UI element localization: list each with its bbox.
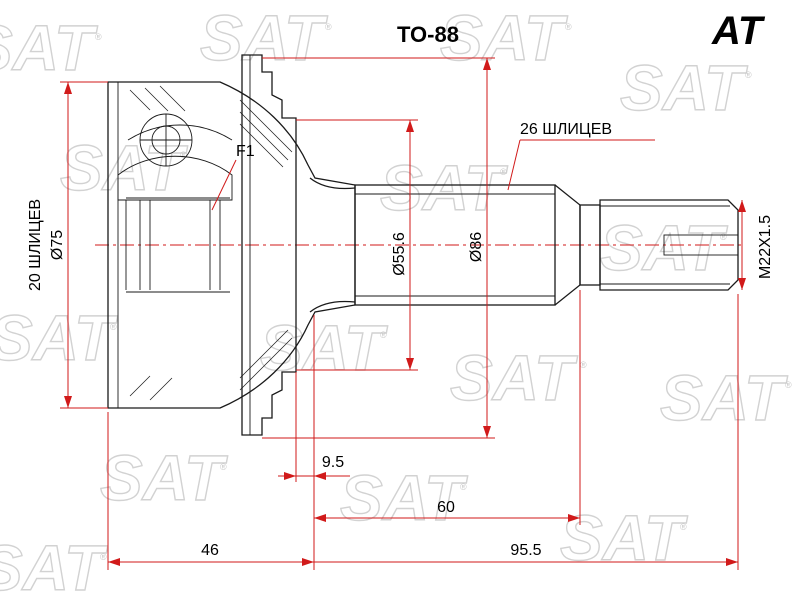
svg-text:®: ® bbox=[460, 482, 467, 492]
svg-text:®: ® bbox=[110, 322, 117, 332]
svg-text:SAT: SAT bbox=[200, 2, 328, 74]
svg-text:®: ® bbox=[325, 22, 332, 32]
watermark-15: SAT® bbox=[0, 531, 109, 604]
svg-text:®: ® bbox=[680, 522, 687, 532]
svg-text:AT: AT bbox=[711, 9, 766, 53]
dim-46: 46 bbox=[201, 542, 219, 559]
svg-text:SAT: SAT bbox=[450, 342, 578, 414]
svg-text:®: ® bbox=[95, 32, 102, 42]
svg-text:SAT: SAT bbox=[100, 442, 228, 514]
svg-text:®: ® bbox=[580, 360, 587, 370]
svg-text:SAT: SAT bbox=[0, 12, 98, 84]
svg-text:®: ® bbox=[785, 380, 792, 390]
watermark-13: SAT® bbox=[339, 461, 469, 534]
svg-text:SAT: SAT bbox=[660, 362, 788, 434]
svg-text:SAT: SAT bbox=[620, 52, 748, 124]
dim-9-5: 9.5 bbox=[322, 454, 344, 471]
f1-label: F1 bbox=[236, 143, 255, 160]
outer-splines-label: 26 ШЛИЦЕВ bbox=[520, 121, 612, 138]
watermark-10: SAT® bbox=[449, 341, 587, 414]
watermark-8: SAT® bbox=[0, 301, 119, 374]
watermark-2: SAT® bbox=[199, 1, 332, 74]
svg-text:®: ® bbox=[380, 330, 387, 340]
svg-text:®: ® bbox=[220, 462, 227, 472]
watermark-9: SAT® bbox=[259, 311, 389, 384]
watermark-5: SAT® bbox=[59, 131, 189, 204]
svg-text:®: ® bbox=[565, 22, 572, 32]
svg-text:SAT: SAT bbox=[560, 502, 688, 574]
watermark-1: SAT® bbox=[0, 11, 102, 84]
svg-text:SAT: SAT bbox=[260, 312, 388, 384]
svg-text:®: ® bbox=[720, 232, 727, 242]
svg-text:®: ® bbox=[180, 150, 187, 160]
outer-spline-shaft bbox=[354, 184, 556, 306]
watermark-3: SAT® bbox=[439, 1, 572, 74]
dim-flange: Ø86 bbox=[468, 232, 485, 262]
dim-95-5: 95.5 bbox=[510, 542, 541, 559]
svg-text:SAT: SAT bbox=[0, 302, 118, 374]
watermark-6: SAT® bbox=[379, 151, 509, 224]
svg-text:SAT: SAT bbox=[0, 532, 108, 600]
watermark-12: SAT® bbox=[99, 441, 229, 514]
dimension-layer bbox=[60, 57, 746, 570]
dim-outer-body: Ø75 bbox=[49, 230, 66, 260]
dim-shaft: Ø55.6 bbox=[391, 232, 408, 276]
dim-60: 60 bbox=[437, 499, 455, 516]
svg-text:SAT: SAT bbox=[440, 2, 568, 74]
svg-text:SAT: SAT bbox=[60, 132, 188, 204]
watermark-11: SAT® bbox=[659, 361, 792, 434]
part-title: TO-88 bbox=[397, 22, 459, 47]
svg-text:SAT: SAT bbox=[380, 152, 508, 224]
watermark-14: SAT® bbox=[559, 501, 689, 574]
threaded-end bbox=[599, 199, 739, 291]
label-layer: 26 ШЛИЦЕВ F1 20 ШЛИЦЕВ Ø75 Ø55.6 Ø86 M22… bbox=[27, 121, 774, 559]
thread-label: M22X1.5 bbox=[757, 215, 774, 279]
svg-text:®: ® bbox=[500, 167, 507, 177]
brand-logo: AT bbox=[711, 9, 766, 53]
svg-text:®: ® bbox=[100, 552, 107, 562]
svg-text:®: ® bbox=[745, 70, 752, 80]
watermark-4: SAT® bbox=[619, 51, 752, 124]
cv-joint-outline bbox=[107, 54, 739, 436]
svg-text:SAT: SAT bbox=[340, 462, 468, 534]
inner-splines-label: 20 ШЛИЦЕВ bbox=[27, 199, 44, 291]
